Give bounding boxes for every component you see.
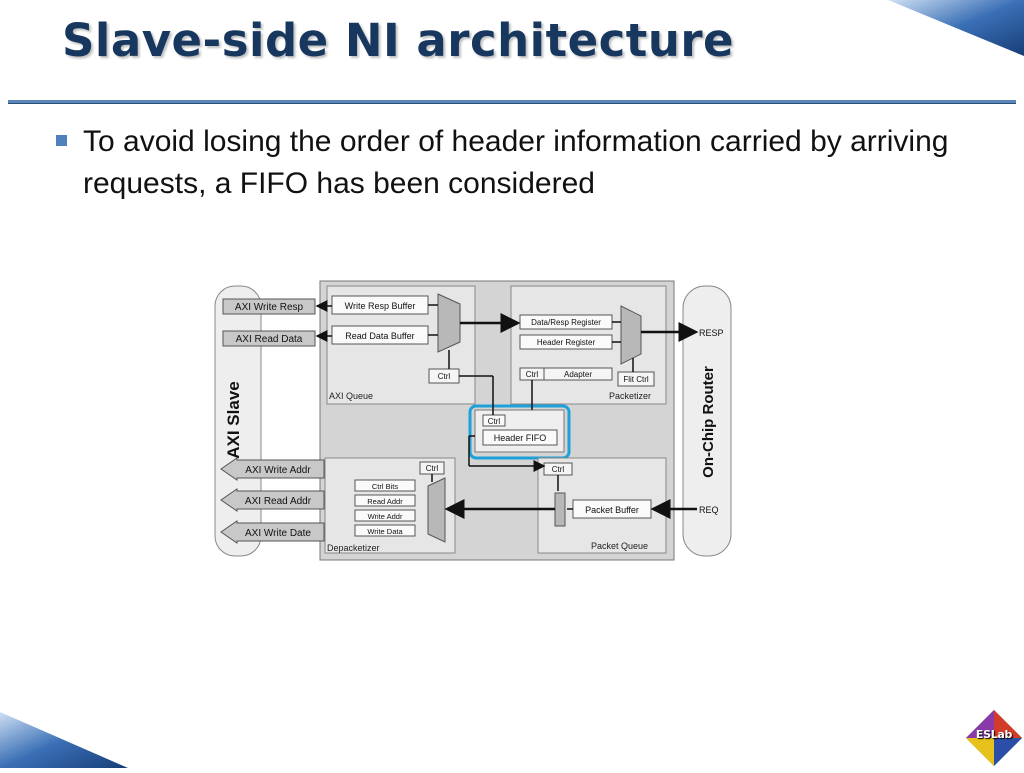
packet-queue-mux-icon	[554, 492, 566, 527]
ni-architecture-diagram: AXI Slave On-Chip Router AXI Queue Write…	[214, 280, 732, 561]
packetizer-label: Packetizer	[609, 391, 651, 401]
flit-ctrl-label: Flit Ctrl	[623, 375, 649, 384]
axi-queue-mux-icon	[437, 293, 461, 353]
write-addr-field	[354, 509, 416, 522]
write-addr-label: Write Addr	[368, 512, 403, 521]
eslab-logo-text: ESLab	[975, 728, 1013, 741]
header-register-label: Header Register	[537, 338, 596, 347]
packet-queue-label: Packet Queue	[591, 541, 648, 551]
router-port-resp-label: RESP	[699, 328, 724, 338]
depacketizer-label: Depacketizer	[327, 543, 380, 553]
header-fifo-label: Header FIFO	[494, 433, 547, 443]
depacketizer-demux-icon	[427, 477, 446, 543]
data-resp-register-label: Data/Resp Register	[531, 318, 601, 327]
port-axi-write-date-label: AXI Write Date	[245, 528, 311, 539]
read-addr-label: Read Addr	[367, 497, 403, 506]
ctrl-bits-field	[354, 479, 416, 492]
port-axi-write-addr-label: AXI Write Addr	[245, 465, 311, 476]
ctrl-bits-label: Ctrl Bits	[372, 482, 399, 491]
write-data-field	[354, 524, 416, 537]
adapter	[543, 367, 613, 381]
eslab-logo: ESLab	[964, 708, 1024, 768]
port-axi-read-data-label: AXI Read Data	[236, 334, 303, 345]
write-resp-buffer-label: Write Resp Buffer	[345, 301, 416, 311]
title-underline	[8, 100, 1016, 103]
axi-queue-ctrl-label: Ctrl	[438, 372, 451, 381]
bullet-text: To avoid losing the order of header info…	[83, 125, 949, 200]
router-column	[682, 285, 732, 557]
router-label: On-Chip Router	[700, 366, 717, 478]
header-fifo	[482, 429, 558, 446]
port-axi-write-date	[220, 520, 325, 544]
signal-wires	[315, 300, 699, 519]
slide-title: Slave-side NI architecture	[62, 14, 735, 67]
adapter-label: Adapter	[564, 370, 592, 379]
header-fifo-highlight	[468, 404, 571, 460]
header-fifo-ctrl-label: Ctrl	[488, 417, 501, 426]
axi-slave-column	[214, 285, 262, 557]
packetizer-ctrl-label: Ctrl	[526, 370, 539, 379]
port-axi-read-data	[222, 330, 316, 347]
header-fifo-ctrl	[482, 414, 506, 427]
port-axi-write-resp	[222, 298, 316, 315]
port-axi-write-resp-label: AXI Write Resp	[235, 302, 304, 313]
packet-queue-ctrl-label: Ctrl	[552, 465, 565, 474]
router-port-req-label: REQ	[699, 505, 719, 515]
eslab-diamond-icon	[966, 710, 1022, 766]
depacketizer-ctrl-label: Ctrl	[426, 464, 439, 473]
read-data-buffer-label: Read Data Buffer	[345, 331, 414, 341]
read-addr-field	[354, 494, 416, 507]
corner-swoosh-top-right	[888, 0, 1024, 56]
axi-slave-label: AXI Slave	[224, 381, 243, 459]
packet-buffer-label: Packet Buffer	[585, 505, 639, 515]
bullet-square-icon	[56, 135, 67, 146]
packetizer-mux-icon	[620, 305, 642, 365]
corner-swoosh-bottom-left	[0, 712, 128, 768]
flit-ctrl	[617, 371, 655, 387]
write-data-label: Write Data	[367, 527, 403, 536]
port-axi-read-addr-label: AXI Read Addr	[245, 496, 312, 507]
axi-queue-label: AXI Queue	[329, 391, 373, 401]
port-axi-read-addr	[220, 488, 325, 512]
port-axi-write-addr	[220, 457, 325, 481]
